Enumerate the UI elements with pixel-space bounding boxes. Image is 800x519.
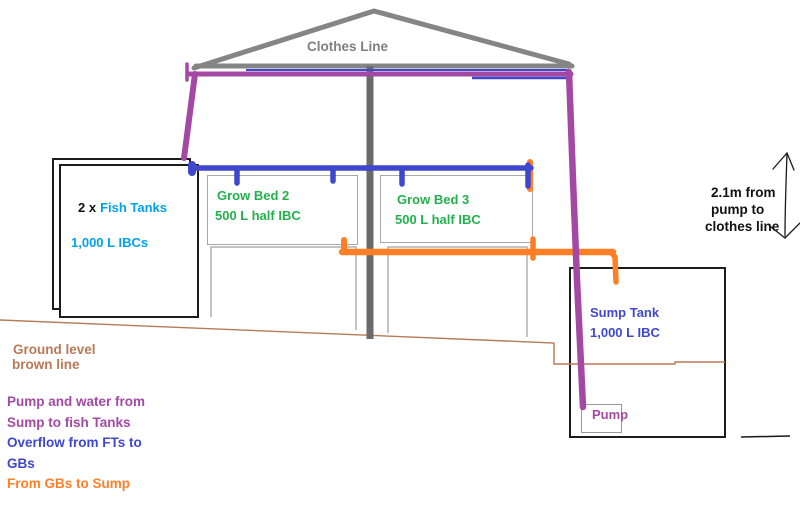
- measurement-text-line3: clothes line: [705, 219, 780, 234]
- pump-water-pipe: [181, 62, 587, 411]
- grow-bed-3-box: [380, 175, 533, 243]
- grow-bed-3-label: Grow Bed 3: [397, 192, 470, 207]
- fish-tank-front-box: [59, 164, 199, 318]
- legend-gb-to-sump-line1: From GBs to Sump: [7, 476, 131, 491]
- roof-gable: [191, 8, 572, 71]
- grow-bed-2-label: Grow Bed 2: [217, 188, 290, 203]
- sump-tank-label: Sump Tank: [590, 305, 660, 320]
- measurement-text-line1: 2.1m from: [711, 185, 776, 200]
- legend-pump-flow-line2: Sump to fish Tanks: [7, 415, 131, 430]
- fish-tanks-name: Fish Tanks: [100, 200, 168, 215]
- clothes-line-structure: [191, 8, 575, 71]
- grow-bed-2-capacity: 500 L half IBC: [215, 208, 301, 223]
- legend-overflow-line2: GBs: [7, 456, 35, 471]
- fish-tanks-capacity: 1,000 L IBCs: [71, 235, 149, 250]
- clothes-line-label: Clothes Line: [307, 39, 389, 54]
- ground-level-line: [0, 319, 725, 365]
- stray-line: [740, 435, 791, 438]
- pump-box: [581, 404, 622, 433]
- measurement-arrow: [770, 152, 800, 239]
- sump-tank-capacity: 1,000 L IBC: [590, 325, 660, 340]
- measurement-text-line2: pump to: [711, 202, 765, 217]
- overflow-pipe: [188, 161, 534, 189]
- grow-bed-stands: [210, 246, 528, 337]
- grow-bed-2-box: [207, 175, 358, 245]
- grow-bed-3-capacity: 500 L half IBC: [395, 212, 481, 227]
- fish-tanks-count: 2 x: [78, 200, 97, 215]
- legend-ground-line1: Ground level: [13, 342, 96, 357]
- pump-label: Pump: [592, 407, 629, 422]
- legend-pump-flow-line1: Pump and water from: [7, 394, 146, 409]
- legend-ground-line2: brown line: [12, 357, 80, 372]
- clothes-line-wire: [246, 69, 568, 80]
- legend-overflow-line1: Overflow from FTs to: [7, 435, 142, 450]
